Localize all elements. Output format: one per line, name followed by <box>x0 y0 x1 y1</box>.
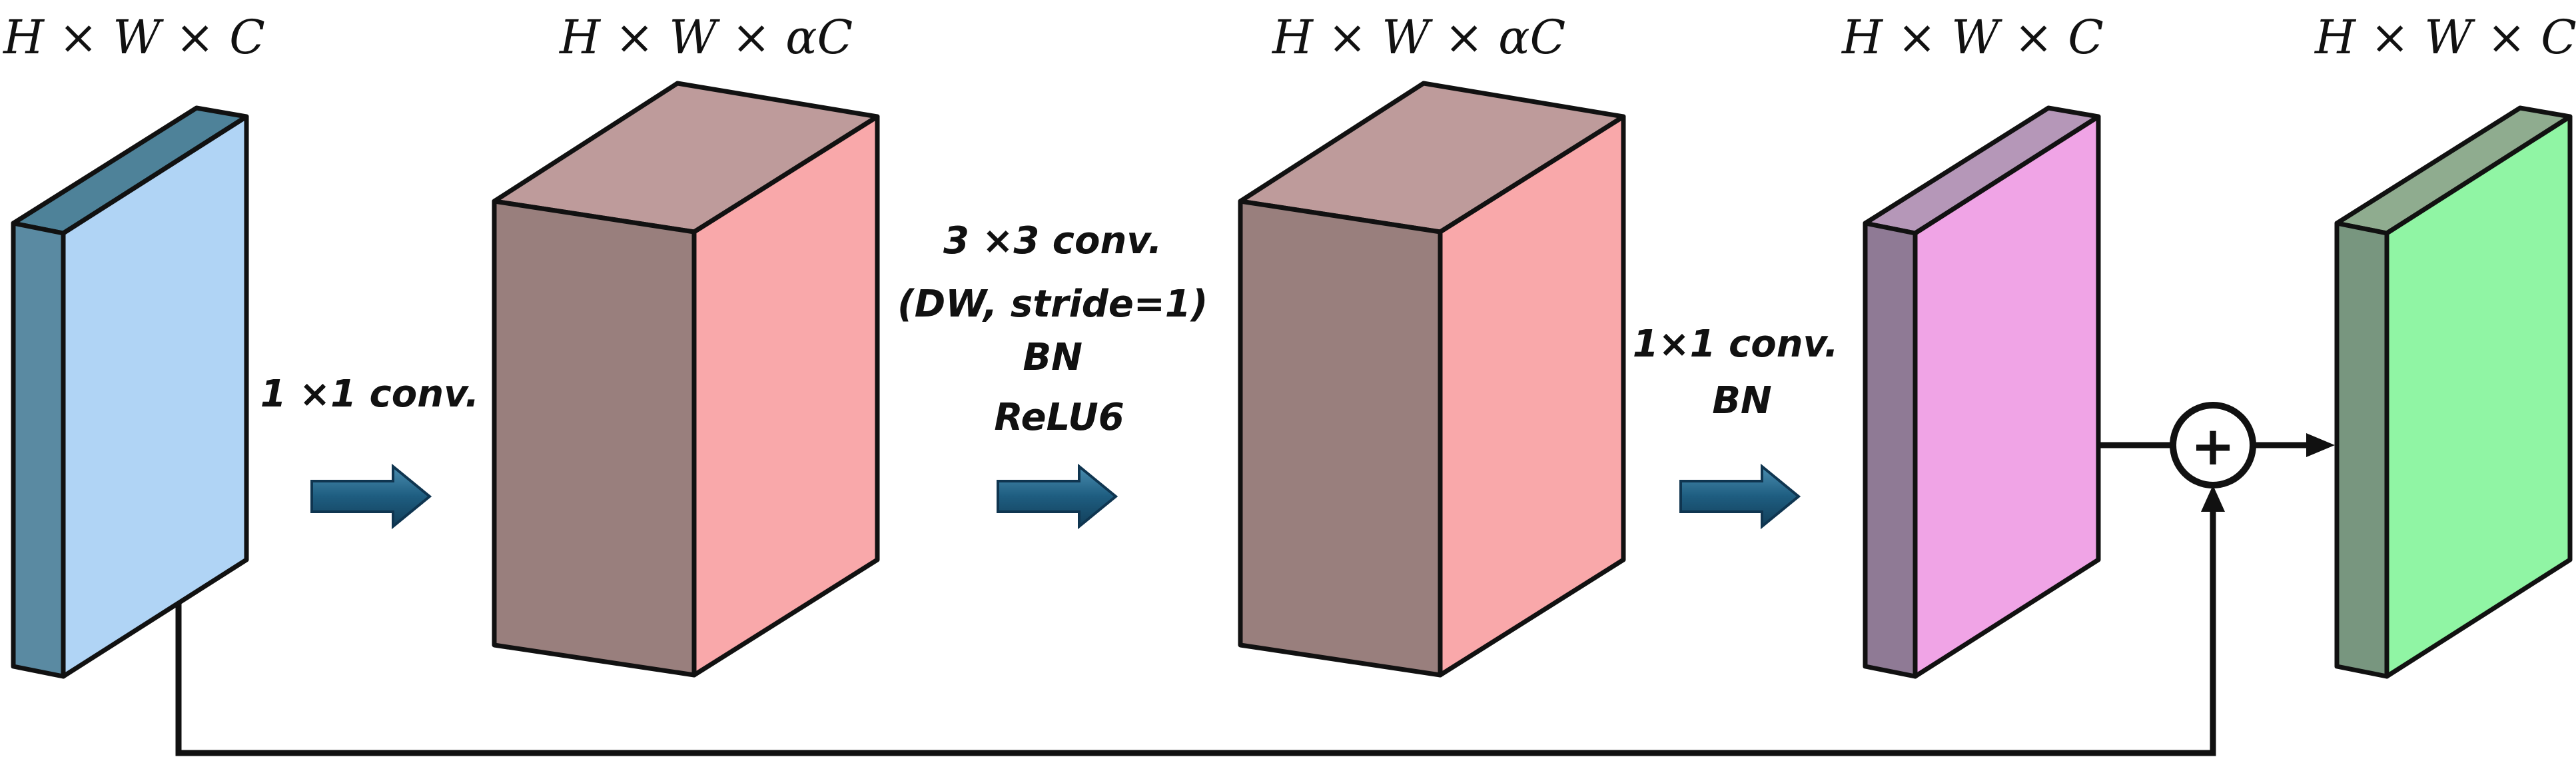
operation-line: 1×1 conv. <box>1633 323 1839 366</box>
tensor-label-input: H × W × C <box>2 10 265 65</box>
tensor-label-output: H × W × C <box>2314 10 2576 65</box>
add-operator-symbol: + <box>2190 415 2235 477</box>
arrow-right-icon <box>1679 463 1801 530</box>
tensor-block-expanded <box>492 81 880 678</box>
operation-label-expand: 1 ×1 conv. <box>260 373 480 416</box>
tensor-label-expanded: H × W × αC <box>558 10 853 65</box>
operation-line: 3 ×3 conv. <box>943 219 1162 263</box>
tensor-label-projected: H × W × C <box>1841 10 2104 65</box>
arrow-right-icon <box>997 463 1118 530</box>
operation-line: (DW, stride=1) <box>897 283 1208 326</box>
tensor-block-projected <box>1863 105 2101 679</box>
tensor-label-depthwise: H × W × αC <box>1271 10 1565 65</box>
operation-label-project: 1×1 conv. BN <box>1633 323 1852 422</box>
add-operator-icon <box>2170 402 2256 488</box>
tensor-block-output <box>2334 105 2573 679</box>
tensor-block-depthwise <box>1238 81 1626 678</box>
arrow-up-icon <box>2201 485 2225 512</box>
operation-line: ReLU6 <box>994 396 1124 439</box>
skip-connection-line <box>175 510 2216 756</box>
residual-connection: + <box>175 402 2335 756</box>
tensor-block-input <box>11 105 249 679</box>
operation-line: BN <box>1712 379 1772 422</box>
arrow-right-small-icon <box>2306 433 2335 457</box>
arrow-right-icon <box>310 463 432 530</box>
operation-label-depthwise: 3 ×3 conv. (DW, stride=1) BN ReLU6 <box>897 219 1221 439</box>
operation-line: BN <box>1023 336 1082 379</box>
operation-line: 1 ×1 conv. <box>260 373 480 416</box>
